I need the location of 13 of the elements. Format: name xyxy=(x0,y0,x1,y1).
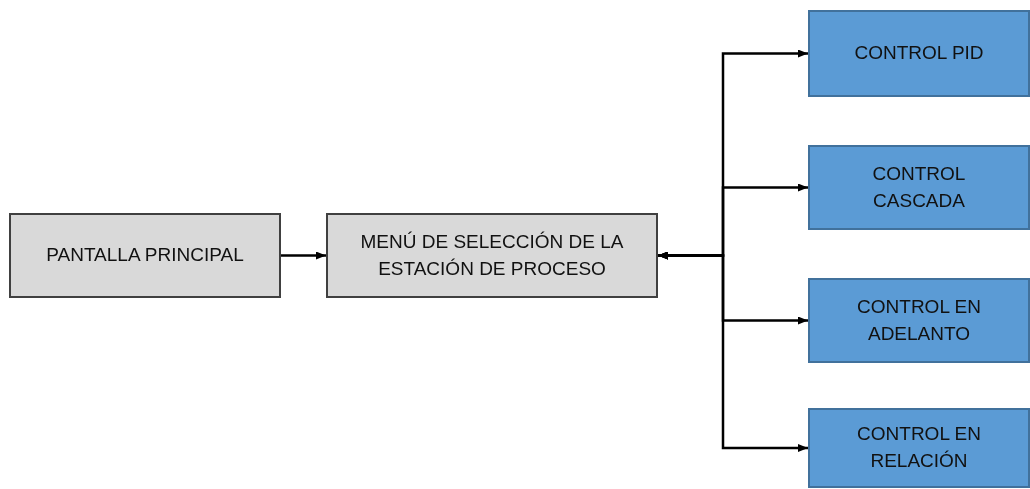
box-label: CONTROL PID xyxy=(853,41,985,66)
box-label: CONTROL EN ADELANTO xyxy=(856,294,982,346)
arrow xyxy=(281,251,326,260)
box-label: CONTROL CASCADA xyxy=(871,161,967,213)
box-label: MENÚ DE SELECCIÓN DE LA ESTACIÓN DE PROCESO xyxy=(359,229,625,281)
process-box xyxy=(808,408,1030,488)
process-box xyxy=(808,145,1030,230)
process-box xyxy=(9,213,281,298)
process-box xyxy=(808,10,1030,97)
box-label: CONTROL EN RELACIÓN xyxy=(856,422,982,473)
process-box xyxy=(326,213,658,298)
box-label: PANTALLA PRINCIPAL xyxy=(45,243,245,268)
process-box xyxy=(808,278,1030,363)
